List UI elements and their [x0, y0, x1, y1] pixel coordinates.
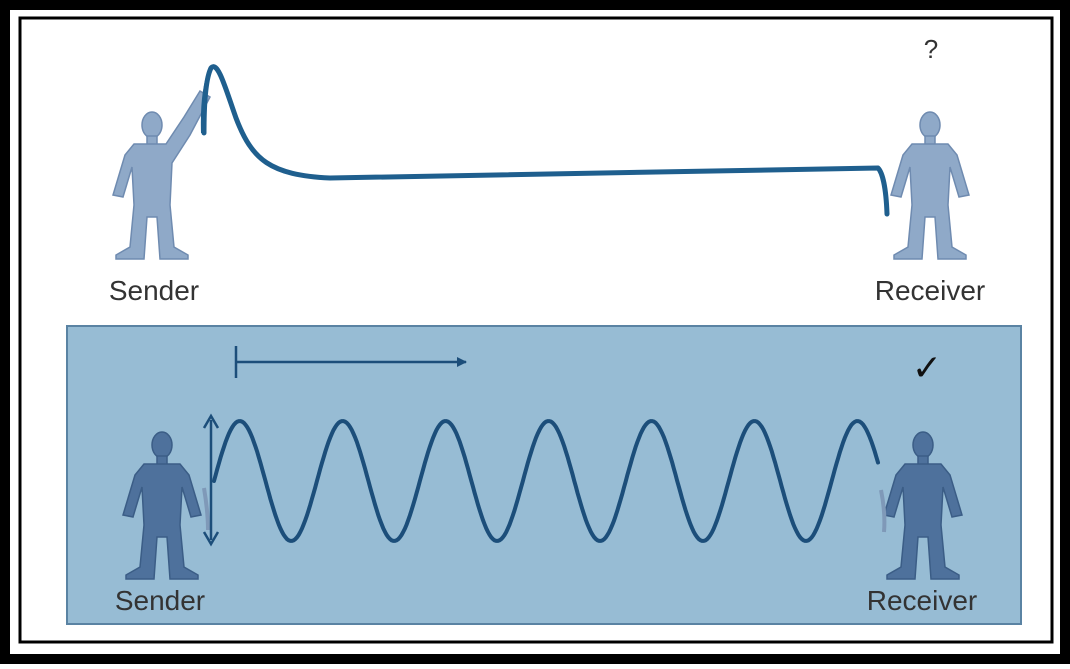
bottom-sender-label: Sender [115, 585, 205, 616]
top-sender-label: Sender [109, 275, 199, 306]
receiver-checkmark-icon: ✓ [912, 347, 942, 388]
bottom-panel [66, 325, 1022, 625]
bottom-receiver-label: Receiver [867, 585, 977, 616]
top-receiver-question-mark: ? [924, 34, 938, 64]
bottom-scene: ✓ Sender Receiver [66, 325, 1022, 625]
amplitude-arrow-top-head [202, 413, 220, 429]
amplitude-arrow-bottom-head [202, 531, 220, 547]
top-scene: ? Sender Receiver [109, 34, 985, 306]
sine-wave [212, 419, 880, 543]
bottom-sender-rope-tail [202, 487, 210, 531]
top-receiver-label: Receiver [875, 275, 985, 306]
top-rope-tail [200, 67, 213, 134]
inner-frame [18, 16, 1054, 644]
bottom-receiver-rope-tail [879, 489, 887, 533]
